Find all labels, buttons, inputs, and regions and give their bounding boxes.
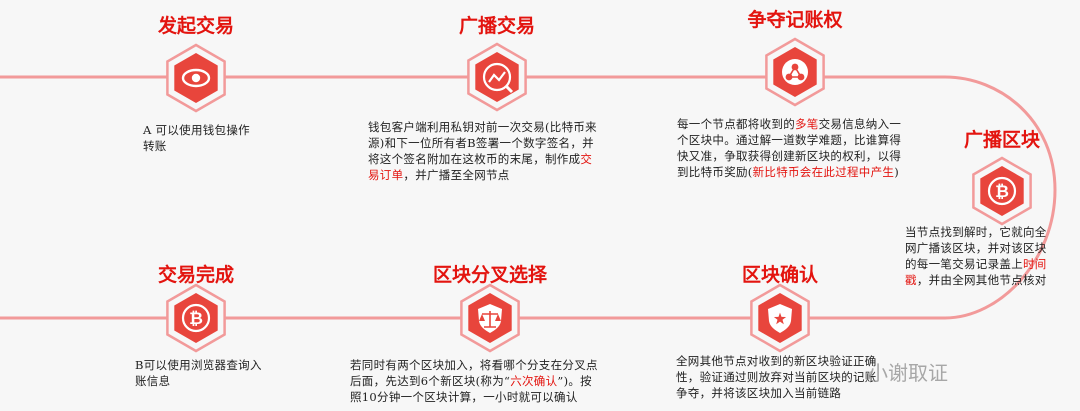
highlight-text: 戳 bbox=[905, 273, 917, 287]
desc-text: 转账 bbox=[143, 139, 167, 153]
desc-text: 将这个签名附加在这枚币的末尾，制作成 bbox=[368, 152, 581, 166]
desc-text: 的每一笔交易记录盖上 bbox=[905, 257, 1023, 271]
highlight-text: 六次确认 bbox=[510, 374, 558, 388]
svg-text:₿: ₿ bbox=[995, 182, 1009, 202]
desc-text: ，并广播至全网节点 bbox=[403, 168, 510, 182]
bitcoin-icon: ₿ bbox=[987, 176, 1017, 206]
step-desc-compete: 每一个节点都将收到的多笔交易信息纳入一个区块中。通过解一道数学难题，比谁算得快又… bbox=[677, 116, 947, 180]
desc-text: 源)和下一位所有者B签署一个数字签名，并 bbox=[368, 136, 594, 150]
step-badge-initiate bbox=[166, 43, 226, 113]
step-desc-complete: B可以使用浏览器查询入账信息 bbox=[135, 357, 295, 389]
desc-text: 全网其他节点对收到的新区块验证正确 bbox=[676, 354, 877, 368]
step-badge-fork-select bbox=[460, 283, 520, 353]
desc-text: 后面，先达到6个新区块(称为“ bbox=[350, 374, 511, 388]
svg-text:₿: ₿ bbox=[189, 309, 203, 329]
step-desc-fork-select: 若同时有两个区块加入，将看哪个分支在分叉点后面，先达到6个新区块(称为“六次确认… bbox=[350, 357, 660, 405]
highlight-text: 新比特币会在此过程中产生 bbox=[752, 165, 895, 179]
desc-text: A 可以使用钱包操作 bbox=[143, 123, 250, 137]
bitcoin-icon: ₿ bbox=[181, 303, 211, 333]
step-desc-broadcast-block: 当节点找到解时，它就向全网广播该区块，并对该区块的每一笔交易记录盖上时间戳，并由… bbox=[905, 224, 1077, 288]
desc-text: 到比特币奖励( bbox=[677, 165, 753, 179]
desc-text: 若同时有两个区块加入，将看哪个分支在分叉点 bbox=[350, 358, 598, 372]
desc-text: 争夺，并将该区块加入当前链路 bbox=[676, 386, 842, 400]
desc-text: 网广播该区块，并对该区块 bbox=[905, 241, 1047, 255]
highlight-text: 易订单 bbox=[368, 168, 404, 182]
highlight-text: 多笔 bbox=[795, 117, 819, 131]
desc-text: 性，验证通过则放弃对当前区块的记账 bbox=[676, 370, 877, 384]
step-desc-broadcast-tx: 钱包客户端利用私钥对前一次交易(比特币来源)和下一位所有者B签署一个数字签名，并… bbox=[368, 119, 646, 183]
scales-icon bbox=[478, 304, 502, 333]
flow-path bbox=[0, 75, 1057, 320]
desc-text: 当节点找到解时，它就向全 bbox=[905, 225, 1047, 239]
desc-text: 交易信息纳入一 bbox=[818, 117, 902, 131]
shield-star-icon bbox=[768, 304, 792, 333]
desc-text: B可以使用浏览器查询入 bbox=[135, 358, 262, 372]
step-badge-compete bbox=[765, 37, 825, 107]
desc-text: 个区块中。通过解一道数学难题，比谁算得 bbox=[677, 133, 902, 147]
eye-icon bbox=[181, 68, 211, 88]
highlight-text: 交 bbox=[580, 152, 593, 166]
desc-text: ) bbox=[894, 165, 899, 179]
desc-text: ，并由全网其他节点核对 bbox=[916, 273, 1047, 287]
step-desc-confirm: 全网其他节点对收到的新区块验证正确性，验证通过则放弃对当前区块的记账争夺，并将该… bbox=[676, 353, 916, 401]
step-title-fork-select: 区块分叉选择 bbox=[432, 264, 548, 286]
step-badge-broadcast-tx bbox=[467, 42, 527, 112]
highlight-text: 时间 bbox=[1023, 257, 1047, 271]
step-title-confirm: 区块确认 bbox=[741, 264, 819, 286]
desc-text: 每一个节点都将收到的 bbox=[677, 117, 795, 131]
step-title-broadcast-tx: 广播交易 bbox=[458, 15, 536, 37]
step-title-complete: 交易完成 bbox=[157, 264, 235, 286]
desc-text: ”)。按 bbox=[557, 374, 592, 388]
watermark-text: 小谢取证 bbox=[868, 361, 948, 385]
step-badge-confirm bbox=[750, 283, 810, 353]
step-badge-complete: ₿ bbox=[166, 283, 226, 353]
desc-text: 钱包客户端利用私钥对前一次交易(比特币来 bbox=[368, 120, 597, 134]
chart-trend-icon bbox=[482, 62, 514, 94]
step-title-compete: 争夺记账权 bbox=[747, 9, 843, 31]
network-icon bbox=[782, 59, 808, 85]
step-title-broadcast-block: 广播区块 bbox=[963, 129, 1041, 151]
step-desc-initiate: A 可以使用钱包操作转账 bbox=[143, 122, 303, 154]
step-title-initiate: 发起交易 bbox=[157, 15, 235, 37]
desc-text: 快又准，争取获得创建新区块的权利，以得 bbox=[677, 149, 902, 163]
desc-text: 照10分钟一个区块计算，一小时就可以确认 bbox=[350, 390, 578, 404]
desc-text: 账信息 bbox=[135, 374, 171, 388]
step-badge-broadcast-block: ₿ bbox=[972, 156, 1032, 226]
